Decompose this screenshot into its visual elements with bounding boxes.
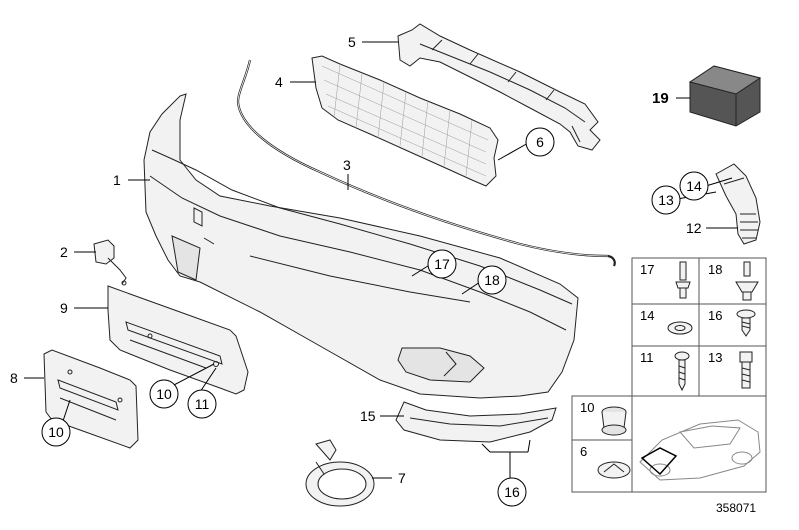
front-spoiler-lip — [395, 401, 557, 443]
washer-screw-icon — [736, 309, 756, 337]
table-label-11: 11 — [640, 350, 654, 365]
callout-18: 18 — [484, 272, 500, 288]
center-grille — [311, 55, 499, 187]
callout-2: 2 — [60, 244, 68, 260]
callout-9: 9 — [60, 300, 68, 316]
callout-13: 13 — [658, 192, 674, 208]
tapping-screw-icon — [674, 351, 690, 392]
callout-1: 1 — [113, 172, 121, 188]
callout-3: 3 — [343, 157, 351, 173]
license-plate-base — [107, 285, 249, 395]
table-label-16: 16 — [708, 308, 722, 323]
expanding-rivet-icon — [675, 261, 691, 299]
callout-labels: 5 4 3 1 2 9 8 15 7 12 19 6 17 18 10 11 1… — [10, 34, 709, 507]
fog-light-trim-ring — [305, 439, 375, 507]
callout-12: 12 — [686, 220, 702, 236]
table-label-18: 18 — [708, 262, 722, 277]
push-clip-icon — [735, 261, 759, 301]
callout-4: 4 — [275, 74, 283, 90]
hex-bolt-icon — [739, 351, 753, 389]
fasteners-table: 17 18 14 16 11 13 — [571, 257, 767, 493]
callout-10-holder: 10 — [48, 424, 64, 440]
upper-carrier-bracket — [397, 23, 601, 151]
callout-10-base: 10 — [156, 386, 172, 402]
callout-16: 16 — [504, 484, 520, 500]
bumper-trim-strip — [236, 59, 616, 267]
table-label-17: 17 — [640, 262, 654, 277]
callout-15: 15 — [360, 408, 376, 424]
callout-14: 14 — [686, 178, 702, 194]
parts-kit-box — [688, 65, 762, 127]
drawing-number: 358071 — [716, 501, 756, 515]
table-label-13: 13 — [708, 350, 722, 365]
table-label-10: 10 — [580, 400, 594, 415]
callout-7: 7 — [398, 470, 406, 486]
bumper-cover — [143, 93, 579, 399]
callout-5: 5 — [348, 34, 356, 50]
vehicle-location-sketch — [639, 419, 761, 481]
side-bracket-assembly — [715, 163, 761, 245]
table-label-6: 6 — [580, 444, 587, 459]
grommet-icon — [601, 406, 627, 436]
callout-8: 8 — [10, 370, 18, 386]
tow-hook-cover — [93, 239, 127, 286]
callout-11: 11 — [195, 396, 210, 412]
callout-6: 6 — [536, 134, 544, 150]
table-label-14: 14 — [640, 308, 654, 323]
callout-17: 17 — [434, 256, 450, 272]
washer-icon — [667, 321, 693, 335]
clip-nut-icon — [597, 461, 631, 479]
callout-19: 19 — [652, 90, 669, 107]
